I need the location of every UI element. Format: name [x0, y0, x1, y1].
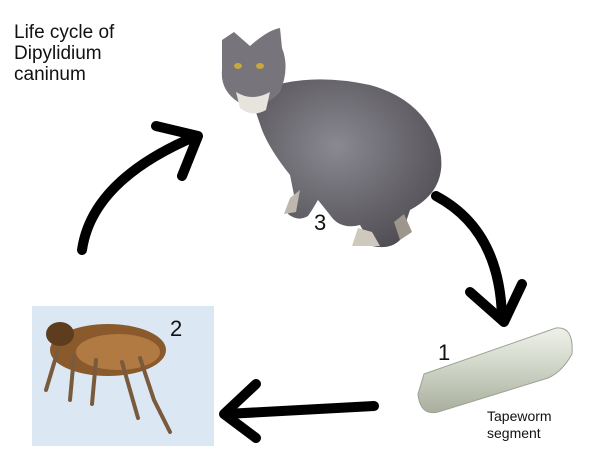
diagram-title: Life cycle of Dipylidium caninum [14, 22, 115, 85]
tapeworm-segment-image [417, 327, 573, 414]
stage-number-2: 2 [170, 316, 183, 341]
arrow-segment-to-flea [219, 379, 379, 443]
flea-image [32, 306, 214, 446]
arrow-cat-to-segment [431, 191, 527, 327]
cat-image [221, 28, 442, 248]
stage-caption-line-1: Tapeworm [487, 408, 552, 424]
stage-number-3: 3 [314, 210, 327, 235]
stage-caption-1: Tapeworm segment [487, 408, 587, 442]
stage-caption-line-2: segment [487, 425, 541, 441]
stage-number-1: 1 [438, 340, 451, 365]
arrow-flea-to-cat [77, 121, 203, 255]
